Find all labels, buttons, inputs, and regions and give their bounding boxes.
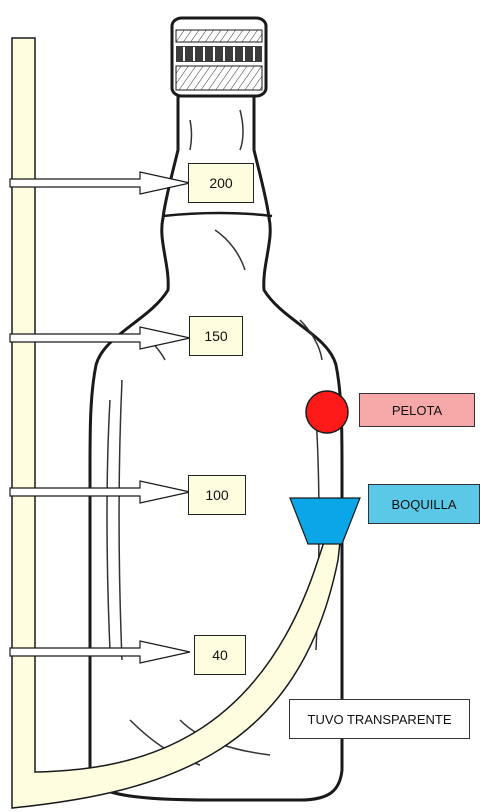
- tubo-label: TUVO TRANSPARENTE: [289, 699, 470, 739]
- level-marker-100: 100: [188, 475, 246, 515]
- arrow-200: [10, 172, 190, 194]
- bottle-cap: [172, 18, 266, 96]
- level-marker-150: 150: [189, 316, 243, 356]
- pelota-label: PELOTA: [359, 393, 475, 427]
- boquilla-label: BOQUILLA: [368, 484, 480, 524]
- ball: [306, 391, 348, 433]
- level-marker-40: 40: [194, 635, 246, 675]
- level-marker-200: 200: [188, 163, 254, 203]
